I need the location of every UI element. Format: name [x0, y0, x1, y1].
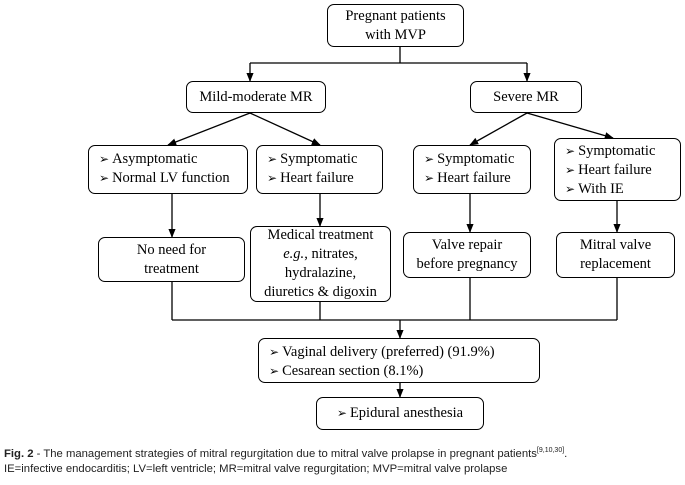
node-text-line: No need for: [136, 241, 207, 258]
node-text-line: replacement: [580, 256, 651, 272]
node-medical-treatment: Medical treatment e.g., nitrates, hydral…: [250, 226, 391, 302]
node-mitral-valve-replacement: Mitral valve replacement: [556, 232, 675, 278]
node-epidural-anesthesia: Epidural anesthesia: [316, 397, 484, 430]
bullet-item: Epidural anesthesia: [337, 404, 463, 423]
bullet-item: Symptomatic: [424, 150, 530, 169]
node-pregnant-patients: Pregnant patients with MVP: [327, 4, 464, 47]
node-mild-symptomatic: Symptomatic Heart failure: [256, 145, 383, 194]
caption-abbreviations: IE=infective endocarditis; LV=left ventr…: [4, 463, 508, 475]
node-text-fragment: , nitrates,: [304, 246, 358, 262]
node-mild-moderate-mr: Mild-moderate MR: [186, 81, 326, 113]
bullet-item: With IE: [565, 180, 680, 199]
node-text-line: Pregnant patients: [345, 7, 446, 24]
bullet-item: Normal LV function: [99, 169, 247, 188]
node-text-line: before pregnancy: [416, 256, 518, 272]
figure-caption: Fig. 2 - The management strategies of mi…: [4, 447, 684, 477]
bullet-item: Asymptomatic: [99, 150, 247, 169]
arrow-severe-to-sym: [469, 112, 528, 146]
node-text-line: hydralazine,: [284, 265, 357, 281]
node-delivery: Vaginal delivery (preferred) (91.9%) Ces…: [258, 338, 540, 383]
arrow-severe-to-ie: [526, 112, 614, 140]
node-severe-mr: Severe MR: [470, 81, 582, 113]
bullet-item: Heart failure: [424, 169, 530, 188]
eg-text: e.g.: [283, 246, 305, 262]
flowchart: Pregnant patients with MVP Mild-moderate…: [0, 0, 685, 440]
node-text-line: Severe MR: [493, 88, 559, 105]
caption-line-1: Fig. 2 - The management strategies of mi…: [4, 447, 684, 462]
node-text-line: with MVP: [365, 26, 426, 43]
node-valve-repair: Valve repair before pregnancy: [403, 232, 531, 278]
caption-end: .: [564, 448, 568, 460]
bullet-item: Cesarean section (8.1%): [269, 362, 539, 381]
bullet-item: Vaginal delivery (preferred) (91.9%): [269, 343, 539, 362]
node-text-line: Mitral valve: [579, 237, 652, 253]
node-text-line: Medical treatment: [267, 227, 374, 243]
bullet-item: Heart failure: [267, 169, 382, 188]
arrow-mild-to-asym: [167, 112, 251, 146]
connector-lines: [167, 47, 621, 398]
node-text-line: e.g., nitrates,: [283, 245, 358, 264]
node-text-line: treatment: [144, 260, 199, 277]
node-text-line: Valve repair: [431, 237, 503, 253]
node-text-line: diuretics & digoxin: [264, 284, 377, 300]
bullet-item: Symptomatic: [267, 150, 382, 169]
arrow-mild-to-sym: [249, 112, 321, 146]
node-asymptomatic: Asymptomatic Normal LV function: [88, 145, 248, 194]
node-no-need-for-treatment: No need for treatment: [98, 237, 245, 282]
bullet-item: Heart failure: [565, 161, 680, 180]
node-severe-symptomatic: Symptomatic Heart failure: [413, 145, 531, 194]
caption-text: - The management strategies of mitral re…: [33, 448, 537, 460]
caption-refs: [9,10,30]: [536, 447, 565, 455]
node-severe-with-ie: Symptomatic Heart failure With IE: [554, 138, 681, 201]
caption-label: Fig. 2: [4, 448, 34, 460]
bullet-item: Symptomatic: [565, 142, 680, 161]
node-text-line: Mild-moderate MR: [199, 88, 313, 105]
